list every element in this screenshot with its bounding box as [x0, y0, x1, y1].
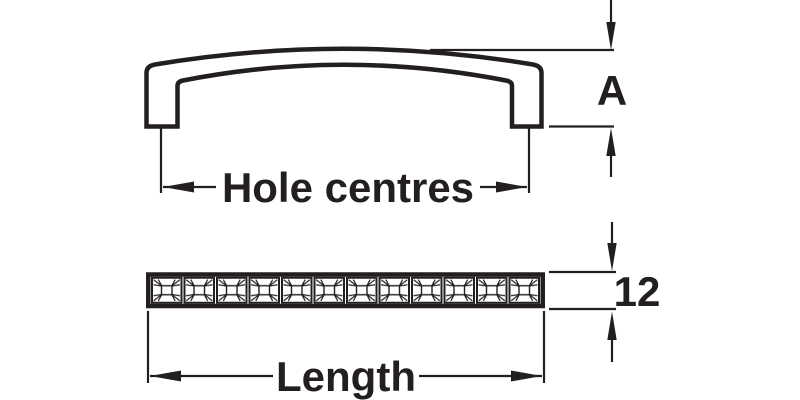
thickness-arrow-up-icon [607, 311, 617, 340]
hole-centres-arrow-left-icon [163, 181, 194, 193]
dimension-hole-centres: Hole centres [159, 128, 531, 211]
dim-a-arrow-up-icon [606, 128, 616, 156]
length-arrow-left-icon [150, 370, 181, 382]
hole-centres-arrow-right-icon [496, 181, 527, 193]
handle-side-view: 12 Length [146, 222, 660, 400]
dimension-thickness: 12 [549, 222, 660, 362]
dimension-a-label: A [597, 67, 627, 114]
handle-front-view: A Hole centres [144, 0, 627, 211]
handle-profile-crystal-pattern [150, 276, 541, 304]
dim-a-arrow-down-icon [606, 22, 616, 50]
thickness-label: 12 [614, 268, 661, 315]
hole-centres-label: Hole centres [222, 164, 474, 211]
dimension-a: A [430, 0, 627, 177]
dimension-length: Length [146, 311, 546, 400]
thickness-arrow-down-icon [607, 243, 617, 271]
handle-outline [144, 46, 544, 129]
length-label: Length [276, 353, 416, 400]
length-arrow-right-icon [511, 370, 542, 382]
